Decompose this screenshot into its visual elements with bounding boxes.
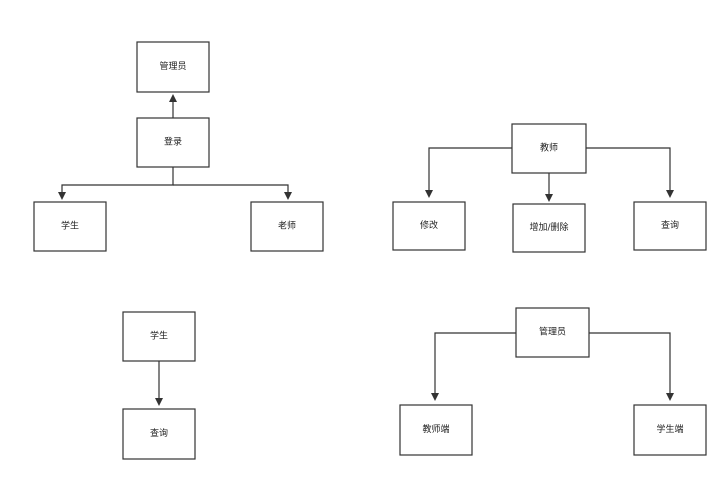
node-teacher-label: 老师: [278, 220, 296, 232]
admin-flow-diagram: 管理员 教师端 学生端: [399, 307, 707, 456]
node-add-delete: 增加/删除: [512, 203, 586, 253]
node-teacher-root: 教师: [511, 123, 587, 174]
node-login: 登录: [136, 117, 210, 168]
student-flow-diagram: 学生 查询: [122, 311, 196, 460]
node-teacher: 老师: [250, 201, 324, 252]
node-admin-root: 管理员: [515, 307, 590, 358]
node-teacher-client: 教师端: [399, 404, 473, 456]
node-student-root: 学生: [122, 311, 196, 362]
node-admin-label: 管理员: [159, 60, 186, 72]
node-admin-root-label: 管理员: [539, 326, 566, 338]
node-student-query: 查询: [122, 408, 196, 460]
edge-teacher-to-modify: [425, 147, 512, 198]
edge-login-to-teacher: [173, 184, 292, 200]
node-query: 查询: [633, 201, 707, 251]
node-query-label: 查询: [661, 219, 679, 231]
node-student-client: 学生端: [633, 404, 707, 456]
node-modify: 修改: [392, 201, 466, 251]
edge-admin-to-student-client: [589, 332, 674, 401]
edge-login-to-student: [58, 167, 174, 200]
node-student-root-label: 学生: [150, 330, 168, 342]
node-admin: 管理员: [136, 41, 210, 93]
node-student: 学生: [33, 201, 107, 252]
node-login-label: 登录: [164, 137, 182, 148]
node-student-label: 学生: [61, 220, 79, 232]
node-teacher-client-label: 教师端: [422, 423, 449, 435]
node-add-delete-label: 增加/删除: [529, 221, 568, 233]
login-flow-diagram: 管理员 登录 学生 老师: [33, 41, 324, 252]
edge-admin-to-teacher-client: [431, 332, 516, 401]
node-teacher-root-label: 教师: [540, 142, 558, 154]
teacher-flow-diagram: 教师 修改 增加/删除 查询: [392, 123, 707, 253]
node-student-query-label: 查询: [150, 427, 168, 439]
edge-teacher-to-query: [586, 147, 674, 198]
node-student-client-label: 学生端: [656, 423, 683, 435]
node-modify-label: 修改: [420, 219, 438, 231]
